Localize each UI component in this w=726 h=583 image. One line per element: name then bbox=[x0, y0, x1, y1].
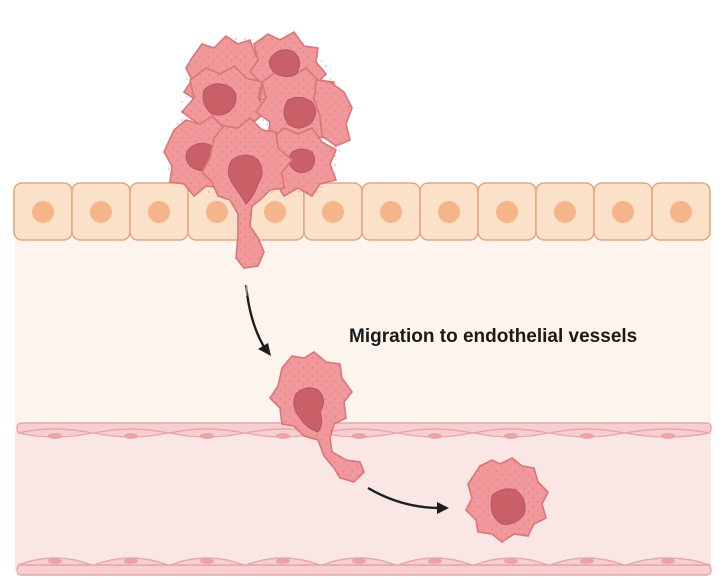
endothelial-cell bbox=[17, 557, 93, 566]
endothelial-cell bbox=[93, 428, 169, 439]
endothelial-cell bbox=[625, 428, 711, 439]
epithelial-cell bbox=[71, 182, 131, 241]
epithelial-cell bbox=[13, 182, 73, 241]
endothelial-cell bbox=[473, 428, 549, 439]
migration-arrow bbox=[244, 283, 271, 356]
vessel-lumen bbox=[15, 430, 711, 570]
tumor-nucleus bbox=[268, 49, 300, 78]
endothelial-cell bbox=[625, 557, 711, 566]
vessel-wall-upper bbox=[16, 422, 712, 439]
epithelial-cell bbox=[419, 182, 479, 241]
epithelial-cell bbox=[303, 182, 363, 241]
endothelial-cell bbox=[245, 557, 321, 566]
invading-tumor-cell bbox=[201, 116, 294, 269]
epithelial-cell bbox=[477, 182, 537, 241]
circulation-arrow bbox=[367, 486, 449, 514]
epithelial-cell bbox=[129, 182, 189, 241]
endothelial-cell bbox=[17, 428, 93, 439]
stroma-tissue bbox=[15, 240, 711, 425]
tumor-nucleus bbox=[202, 83, 237, 116]
endothelial-cell bbox=[169, 557, 245, 566]
endothelial-cell bbox=[169, 428, 245, 439]
epithelial-cell bbox=[651, 182, 711, 241]
endothelial-cell bbox=[397, 557, 473, 566]
endothelial-cell bbox=[473, 557, 549, 566]
endothelial-cell bbox=[397, 428, 473, 439]
epithelial-cell bbox=[361, 182, 421, 241]
vessel-wall-lower bbox=[16, 557, 712, 576]
tumor-nucleus bbox=[288, 148, 316, 174]
endothelial-cell bbox=[549, 428, 625, 439]
epithelial-cell bbox=[593, 182, 653, 241]
tumor-nucleus bbox=[293, 387, 324, 433]
tumor-nucleus bbox=[283, 96, 316, 129]
intravasating-tumor-cell bbox=[268, 351, 365, 483]
endothelial-cell bbox=[321, 428, 397, 439]
tumor-nucleus bbox=[490, 488, 526, 525]
endothelial-cell bbox=[321, 557, 397, 566]
endothelial-cell bbox=[549, 557, 625, 566]
migration-caption: Migration to endothelial vessels bbox=[349, 326, 638, 347]
tumor-nucleus bbox=[228, 154, 263, 205]
epithelial-cell-layer bbox=[13, 182, 711, 241]
epithelial-cell bbox=[535, 182, 595, 241]
circulating-tumor-cell bbox=[465, 457, 549, 543]
endothelial-cell bbox=[93, 557, 169, 566]
